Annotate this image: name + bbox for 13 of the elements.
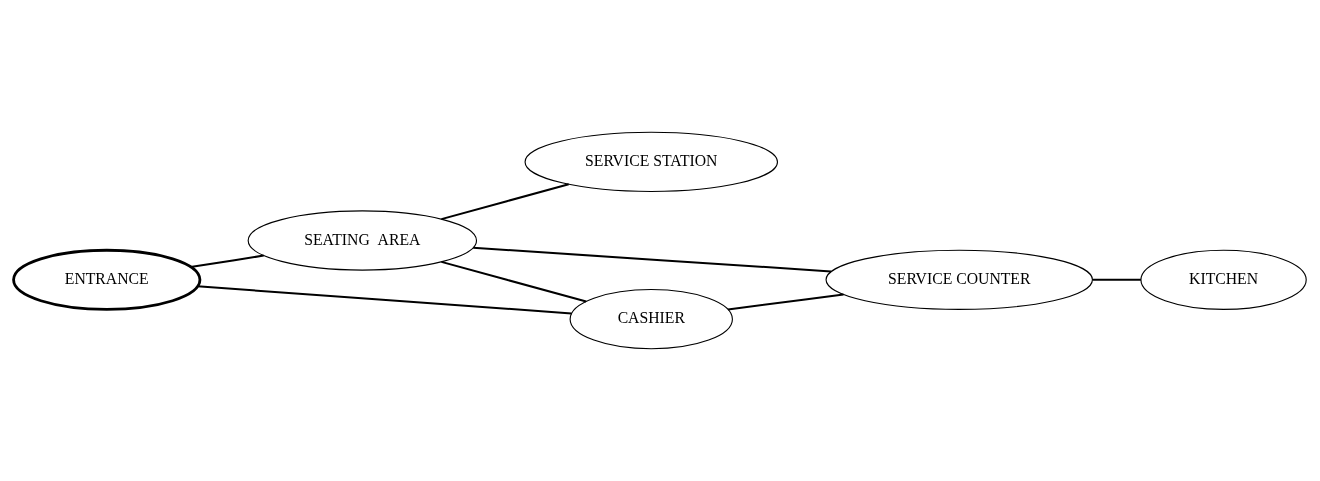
- node-ellipse: SEATING AREA: [247, 210, 478, 271]
- connector: [441, 183, 569, 221]
- connector: [727, 293, 844, 311]
- connector: [1092, 278, 1141, 281]
- node-ellipse: KITCHEN: [1140, 249, 1307, 310]
- connector: [190, 254, 264, 268]
- node-ellipse: CASHIER: [569, 289, 733, 350]
- node-ellipse: SERVICE STATION: [524, 131, 778, 192]
- connector: [473, 246, 831, 273]
- node-ellipse: ENTRANCE: [12, 248, 202, 311]
- node-ellipse: SERVICE COUNTER: [825, 249, 1093, 310]
- connector: [441, 260, 587, 303]
- connector: [197, 285, 572, 315]
